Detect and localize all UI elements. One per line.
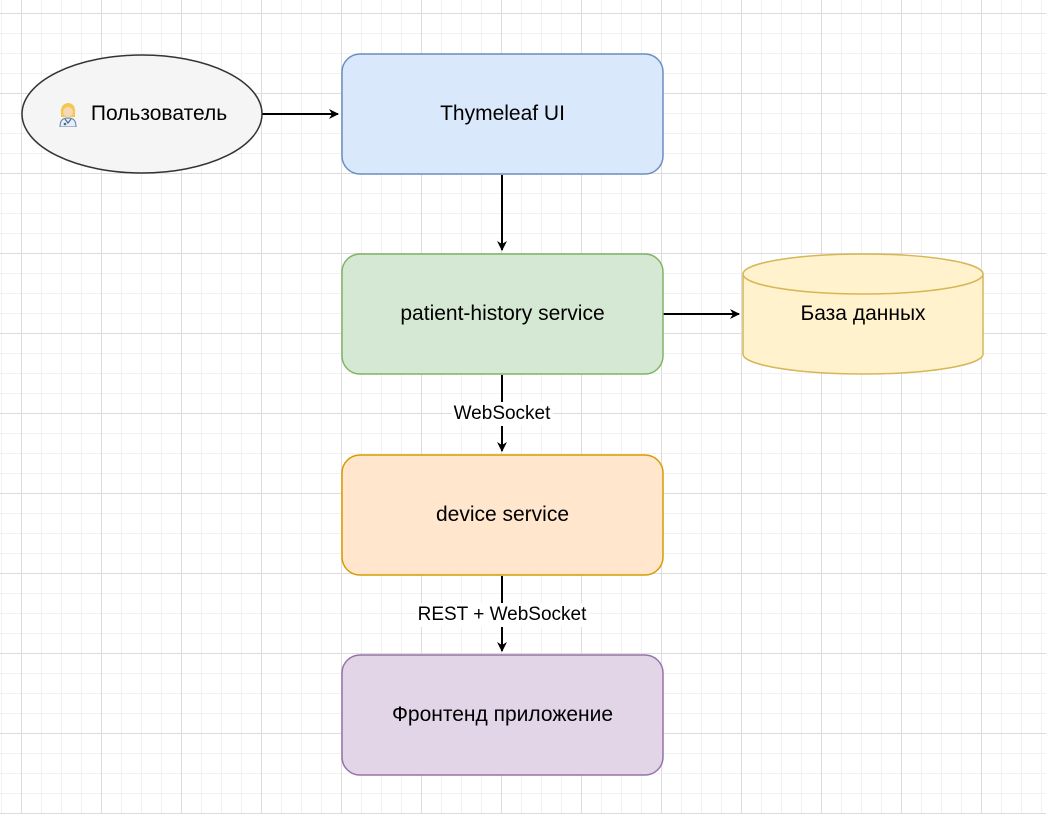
doctor-icon bbox=[57, 101, 79, 128]
node-user-label: Пользователь bbox=[90, 102, 228, 125]
node-frontend-label: Фронтенд приложение bbox=[391, 703, 614, 726]
node-database[interactable]: База данных bbox=[743, 284, 983, 344]
node-user[interactable]: Пользователь bbox=[22, 55, 262, 173]
node-patient-history-label: patient-history service bbox=[400, 302, 605, 325]
edge-label-websocket: WebSocket bbox=[451, 402, 553, 426]
node-ui-label: Thymeleaf UI bbox=[440, 102, 565, 125]
node-patient-history-shape[interactable] bbox=[341, 253, 664, 375]
node-database-label: База данных bbox=[800, 302, 926, 325]
node-device[interactable]: device service bbox=[342, 455, 663, 575]
node-patient-history[interactable]: patient-history service bbox=[342, 254, 663, 374]
edge-label-rest-websocket: REST + WebSocket bbox=[415, 603, 589, 627]
node-frontend-shape[interactable] bbox=[341, 654, 664, 776]
node-device-shape[interactable] bbox=[341, 454, 664, 576]
node-ui-shape[interactable] bbox=[341, 53, 664, 175]
node-database-shape[interactable] bbox=[742, 253, 984, 375]
node-ui[interactable]: Thymeleaf UI bbox=[342, 54, 663, 174]
node-device-label: device service bbox=[435, 503, 570, 526]
node-user-shape[interactable] bbox=[21, 54, 263, 174]
node-frontend[interactable]: Фронтенд приложение bbox=[342, 655, 663, 775]
